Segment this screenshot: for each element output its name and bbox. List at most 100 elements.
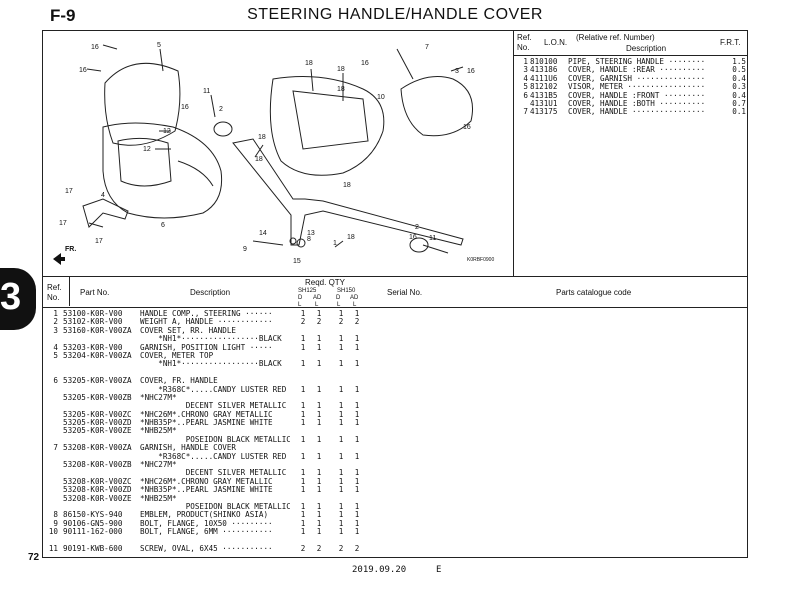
parts-cell-part-no: 53102-K0R-V00 [63, 318, 123, 327]
parts-header-l1: L [298, 302, 302, 308]
parts-cell-description: *NHB25M* [140, 494, 177, 503]
parts-cell-qty: 2 [300, 544, 306, 553]
ref-cell-lon: 413175 [530, 108, 558, 117]
parts-cell-qty: 1 [316, 502, 322, 511]
parts-cell-qty: 1 [354, 477, 360, 486]
ref-header-rel: (Relative ref. Number) [576, 33, 655, 42]
ref-header-desc: Description [626, 44, 667, 53]
parts-cell-ref: 6 [53, 377, 58, 386]
parts-cell-qty: 1 [338, 385, 344, 394]
callout-12a: 12 [163, 128, 171, 135]
callout-5: 5 [157, 42, 161, 49]
parts-cell-ref: 4 [53, 343, 58, 352]
parts-cell-description: HANDLE COMP., STEERING ······ [140, 310, 273, 318]
callout-16g: 16 [409, 234, 417, 241]
footer-edition: E [436, 565, 442, 575]
parts-cell-part-no: 53208-K0R-V00ZC [63, 477, 132, 486]
parts-cell-qty: 1 [300, 469, 306, 478]
parts-cell-qty: 1 [300, 435, 306, 444]
ref-cell-desc: COVER, HANDLE :FRONT ········· [568, 91, 706, 100]
parts-cell-ref: 8 [53, 511, 58, 520]
parts-cell-description: *NHC26M*.CHRONO GRAY METALLIC [140, 410, 273, 419]
parts-cell-part-no: 86150-KYS-940 [63, 511, 123, 520]
page-frame [42, 30, 748, 558]
parts-cell-qty: 1 [300, 402, 306, 411]
parts-cell-part-no: 53208-K0R-V00ZB [63, 461, 132, 470]
ref-cell-desc: COVER, HANDLE :REAR ·········· [568, 66, 706, 75]
parts-cell-qty: 1 [354, 469, 360, 478]
parts-table-row: 53208-K0R-V00ZC*NHC26M*.CHRONO GRAY META… [44, 478, 364, 486]
page-title: STEERING HANDLE/HANDLE COVER [247, 6, 543, 23]
parts-cell-qty: 2 [354, 318, 360, 327]
parts-cell-qty: 1 [354, 335, 360, 344]
parts-cell-qty: 1 [354, 486, 360, 495]
parts-cell-qty: 1 [316, 385, 322, 394]
parts-header-rule [42, 307, 748, 308]
ref-cell-frt: 0.4 [732, 91, 746, 100]
parts-cell-part-no: 53160-K0R-V00ZA [63, 326, 132, 335]
parts-cell-ref: 1 [53, 310, 58, 318]
parts-cell-part-no: 53205-K0R-V00ZC [63, 410, 132, 419]
parts-cell-qty: 1 [354, 310, 360, 318]
parts-cell-qty: 1 [338, 310, 344, 318]
parts-cell-part-no: 53205-K0R-V00ZD [63, 419, 132, 428]
parts-cell-qty: 2 [354, 544, 360, 553]
ref-cell-ref: 6 [523, 91, 528, 100]
ref-cell-ref: 5 [523, 83, 528, 92]
parts-cell-description: *NH1*·················BLACK [140, 360, 282, 369]
section-divider [42, 276, 748, 277]
parts-cell-qty: 1 [316, 486, 322, 495]
callout-18g: 18 [347, 234, 355, 241]
callout-10: 10 [377, 94, 385, 101]
callout-16f: 16 [463, 124, 471, 131]
callout-1: 1 [333, 240, 337, 247]
parts-header-serial: Serial No. [387, 288, 423, 297]
parts-cell-description: *NH1*·················BLACK [140, 335, 282, 344]
ref-cell-ref: 4 [523, 74, 528, 83]
ref-cell-lon: 4111U6 [530, 74, 558, 83]
ref-cell-ref: 1 [523, 58, 528, 66]
ref-cell-frt: 0.3 [732, 83, 746, 92]
chapter-tab[interactable]: 3 [0, 268, 36, 330]
parts-cell-part-no: 53205-K0R-V00ZB [63, 393, 132, 402]
parts-table-row: 53205-K0R-V00ZD *NHB35P*..PEARL JASMINE W… [44, 419, 364, 427]
parts-header-catalogue: Parts catalogue code [556, 288, 632, 297]
ref-cell-frt: 0.4 [732, 74, 746, 83]
callout-17c: 17 [95, 238, 103, 245]
parts-cell-ref: 3 [53, 326, 58, 335]
callout-18c: 18 [337, 86, 345, 93]
parts-header-d2: D [336, 295, 341, 301]
exploded-diagram: 16 5 16 18 16 7 3 16 18 18 11 2 16 10 16… [53, 42, 494, 265]
ref-cell-desc: COVER, HANDLE :BOTH ·········· [568, 99, 706, 108]
parts-header-d1: D [298, 295, 303, 301]
parts-cell-description: BOLT, FLANGE, 10X50 ········· [140, 519, 273, 528]
parts-header-ad1: AD [313, 295, 322, 301]
ref-cell-desc: VISOR, METER ················· [568, 83, 706, 92]
parts-cell-part-no: 53208-K0R-V00ZA [63, 444, 132, 453]
parts-cell-description: POSEIDON BLACK METALLIC [140, 435, 290, 444]
parts-cell-qty: 1 [300, 519, 306, 528]
parts-cell-qty: 1 [354, 502, 360, 511]
parts-header-reqd: Reqd. QTY [305, 278, 346, 287]
callout-16a: 16 [91, 44, 99, 51]
parts-cell-qty: 2 [316, 318, 322, 327]
parts-cell-ref: 11 [48, 544, 58, 553]
parts-cell-description: *NHB25M* [140, 427, 177, 436]
page-number: 72 [28, 552, 40, 563]
parts-cell-qty: 1 [300, 452, 306, 461]
parts-header-ref: Ref. [47, 283, 62, 292]
ref-header-frt: F.R.T. [720, 38, 741, 47]
parts-cell-qty: 1 [300, 310, 306, 318]
parts-cell-ref: 5 [53, 351, 58, 360]
parts-cell-part-no: 53208-K0R-V00ZE [63, 494, 132, 503]
parts-cell-description: *NHB35P*..PEARL JASMINE WHITE [140, 419, 273, 428]
parts-cell-part-no: 90191-KWB-600 [63, 544, 123, 553]
parts-cell-qty: 1 [316, 343, 322, 352]
callout-16c: 16 [361, 60, 369, 67]
